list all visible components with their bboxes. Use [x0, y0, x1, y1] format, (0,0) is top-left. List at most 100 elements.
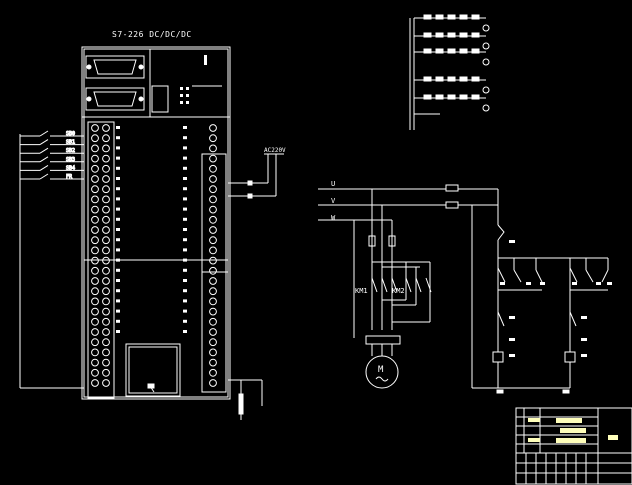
motor-symbol: M [365, 355, 399, 389]
terminal-screw-icon [209, 246, 217, 255]
motor-power-circuit: U V W KM1 KM2 [318, 180, 498, 389]
ladder-contact [459, 14, 468, 20]
terminal-screw-icon [209, 195, 217, 204]
terminal-screw-icon [91, 205, 99, 214]
ladder-fragment [409, 14, 490, 130]
plc-display-window [125, 343, 181, 397]
status-leds [180, 55, 207, 104]
terminal-screw-icon [209, 338, 217, 347]
switch-contact [39, 147, 49, 154]
terminal-screw-icon [102, 164, 110, 173]
ladder-coil-icon [482, 42, 490, 50]
terminal-screw-icon [102, 338, 110, 347]
terminal-tag [183, 289, 187, 293]
terminal-tag [116, 166, 120, 170]
terminal-tag [116, 299, 120, 303]
terminal-screw-icon [91, 144, 99, 153]
contactor-km2: KM2 [392, 287, 405, 295]
ladder-contact [471, 32, 480, 38]
terminal-screw-icon [102, 154, 110, 163]
terminal-screw-icon [91, 154, 99, 163]
input-terminal-label: SB3 [66, 157, 75, 163]
ladder-contact [447, 32, 456, 38]
terminal-screw-icon [91, 328, 99, 336]
terminal-tag [116, 126, 120, 129]
terminal-tag [116, 309, 120, 313]
terminal-screw-icon [91, 236, 99, 245]
terminal-tag [183, 319, 187, 323]
terminal-screw-icon [209, 215, 217, 224]
terminal-screw-icon [91, 124, 99, 132]
switch-contact [39, 130, 49, 137]
terminal-screw-icon [91, 266, 99, 275]
terminal-screw-icon [102, 307, 110, 316]
terminal-screw-icon [91, 246, 99, 255]
terminal-screw-icon [91, 164, 99, 173]
terminal-tag [116, 156, 120, 160]
terminal-screw-icon [209, 185, 217, 194]
terminal-screw-icon [209, 317, 217, 326]
ladder-contact [435, 94, 444, 100]
control-circuit [471, 189, 612, 394]
ladder-contact [459, 76, 468, 82]
switch-contact [39, 173, 49, 180]
terminal-tag [183, 187, 187, 191]
terminal-screw-icon [209, 226, 217, 234]
terminal-tag [116, 217, 120, 221]
terminal-tag [183, 126, 187, 129]
ladder-contact [423, 32, 432, 38]
ladder-contact [459, 48, 468, 54]
ladder-contact [471, 94, 480, 100]
ladder-contact [471, 48, 480, 54]
terminal-screw-icon [91, 358, 99, 367]
terminal-tag [183, 238, 187, 242]
terminal-tag [183, 279, 187, 282]
terminal-tag [183, 166, 187, 170]
terminal-tag [183, 156, 187, 160]
terminal-screw-icon [209, 256, 217, 265]
ladder-contact [435, 76, 444, 82]
terminal-screw-icon [91, 277, 99, 285]
input-terminal-label: SB1 [66, 140, 75, 146]
ladder-coil-icon [482, 24, 490, 32]
terminal-screw-icon [91, 195, 99, 204]
switch-contact [39, 164, 49, 171]
ladder-contact [447, 48, 456, 54]
terminal-screw-icon [102, 205, 110, 214]
terminal-screw-icon [209, 277, 217, 285]
terminal-screw-icon [209, 124, 217, 132]
terminal-screw-icon [209, 175, 217, 183]
terminal-screw-icon [102, 277, 110, 285]
plc-ac-supply: AC220V [228, 147, 286, 420]
terminal-screw-icon [209, 348, 217, 357]
terminal-tag [116, 136, 120, 140]
terminal-screw-icon [102, 256, 110, 265]
terminal-tag [116, 177, 120, 180]
ladder-contact [471, 76, 480, 82]
terminal-screw-icon [209, 368, 217, 377]
phase-v: V [331, 197, 336, 205]
terminal-screw-icon [91, 226, 99, 234]
input-terminal-label: SB0 [66, 131, 75, 137]
terminal-screw-icon [209, 358, 217, 367]
terminal-tag [116, 279, 120, 282]
terminal-screw-icon [102, 185, 110, 194]
switch-contact [39, 156, 49, 163]
terminal-screw-icon [102, 328, 110, 336]
terminal-screw-icon [102, 348, 110, 357]
terminal-screw-icon [209, 328, 217, 336]
terminal-screw-icon [102, 246, 110, 255]
terminal-tag [116, 248, 120, 252]
ladder-contact [459, 32, 468, 38]
ladder-coil-icon [482, 104, 490, 112]
ladder-contact [423, 48, 432, 54]
terminal-screw-icon [209, 379, 217, 387]
terminal-screw-icon [102, 215, 110, 224]
motor-label: M [378, 365, 384, 375]
comm-port-1 [85, 55, 145, 79]
terminal-tag [116, 319, 120, 323]
terminal-tag [116, 238, 120, 242]
terminal-screw-icon [209, 307, 217, 316]
